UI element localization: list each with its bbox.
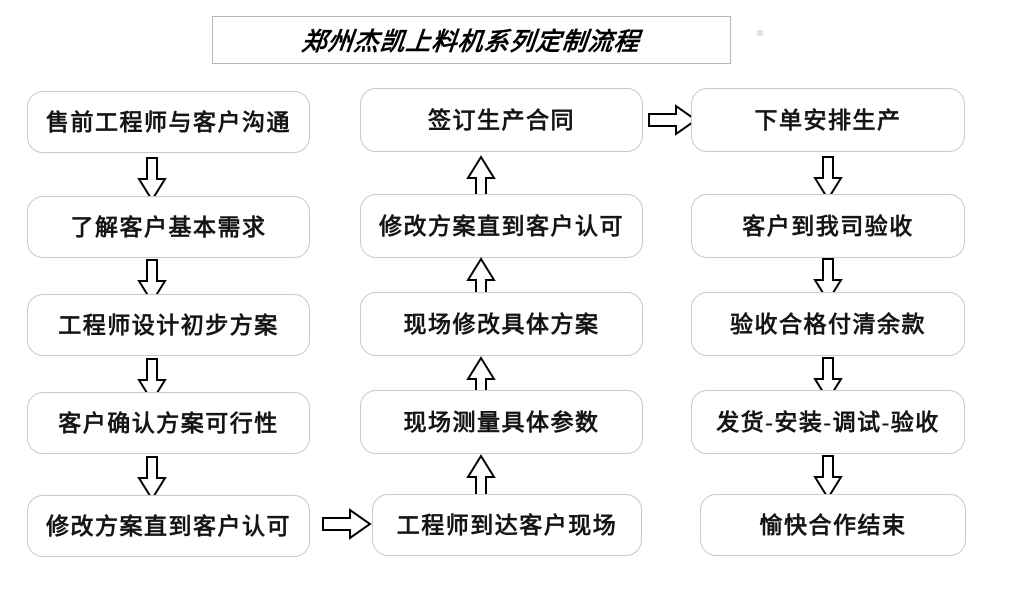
node-c1-r1[interactable]: 售前工程师与客户沟通 bbox=[27, 91, 310, 153]
node-label: 发货-安装-调试-验收 bbox=[716, 409, 940, 435]
node-label: 客户到我司验收 bbox=[742, 213, 914, 239]
node-c3-r4[interactable]: 发货-安装-调试-验收 bbox=[691, 390, 965, 454]
chart-title-box: 郑州杰凯上料机系列定制流程 bbox=[212, 16, 731, 64]
arrow-down-c3-1 bbox=[813, 156, 843, 201]
node-c2-r4[interactable]: 现场测量具体参数 bbox=[360, 390, 643, 454]
node-label: 修改方案直到客户认可 bbox=[379, 213, 624, 239]
node-label: 工程师设计初步方案 bbox=[58, 312, 279, 338]
node-label: 现场修改具体方案 bbox=[403, 311, 600, 337]
arrow-down-c1-2 bbox=[137, 259, 167, 304]
node-label: 现场测量具体参数 bbox=[403, 409, 600, 435]
chart-title: 郑州杰凯上料机系列定制流程 bbox=[300, 29, 642, 56]
node-c1-r2[interactable]: 了解客户基本需求 bbox=[27, 196, 310, 258]
node-c3-r2[interactable]: 客户到我司验收 bbox=[691, 194, 965, 258]
watermark-dot bbox=[757, 30, 763, 36]
node-c2-r2[interactable]: 修改方案直到客户认可 bbox=[360, 194, 643, 258]
node-label: 愉快合作结束 bbox=[759, 512, 907, 538]
arrow-down-c1-3 bbox=[137, 358, 167, 403]
node-c2-r3[interactable]: 现场修改具体方案 bbox=[360, 292, 643, 356]
arrow-down-c1-4 bbox=[137, 456, 167, 501]
arrow-down-c3-3 bbox=[813, 357, 843, 402]
arrow-down-c1-1 bbox=[137, 157, 167, 202]
node-c1-r4[interactable]: 客户确认方案可行性 bbox=[27, 392, 310, 454]
arrow-down-c3-4 bbox=[813, 455, 843, 500]
node-label: 客户确认方案可行性 bbox=[58, 410, 279, 436]
arrow-up-c2-4 bbox=[466, 454, 496, 499]
node-c1-r5[interactable]: 修改方案直到客户认可 bbox=[27, 495, 310, 557]
node-c3-r1[interactable]: 下单安排生产 bbox=[691, 88, 965, 152]
node-c2-r1[interactable]: 签订生产合同 bbox=[360, 88, 643, 152]
node-c3-r3[interactable]: 验收合格付清余款 bbox=[691, 292, 965, 356]
node-label: 修改方案直到客户认可 bbox=[46, 513, 291, 539]
node-label: 验收合格付清余款 bbox=[730, 311, 926, 337]
node-label: 下单安排生产 bbox=[754, 107, 902, 133]
node-c3-r5[interactable]: 愉快合作结束 bbox=[700, 494, 966, 556]
node-c2-r5[interactable]: 工程师到达客户现场 bbox=[372, 494, 642, 556]
arrow-down-c3-2 bbox=[813, 258, 843, 303]
node-label: 售前工程师与客户沟通 bbox=[46, 109, 291, 135]
node-label: 签订生产合同 bbox=[428, 107, 575, 133]
arrow-right-col2-to-col3 bbox=[648, 104, 698, 136]
arrow-right-col1-to-col2 bbox=[322, 508, 372, 540]
node-c1-r3[interactable]: 工程师设计初步方案 bbox=[27, 294, 310, 356]
node-label: 工程师到达客户现场 bbox=[396, 512, 618, 538]
node-label: 了解客户基本需求 bbox=[70, 214, 267, 240]
